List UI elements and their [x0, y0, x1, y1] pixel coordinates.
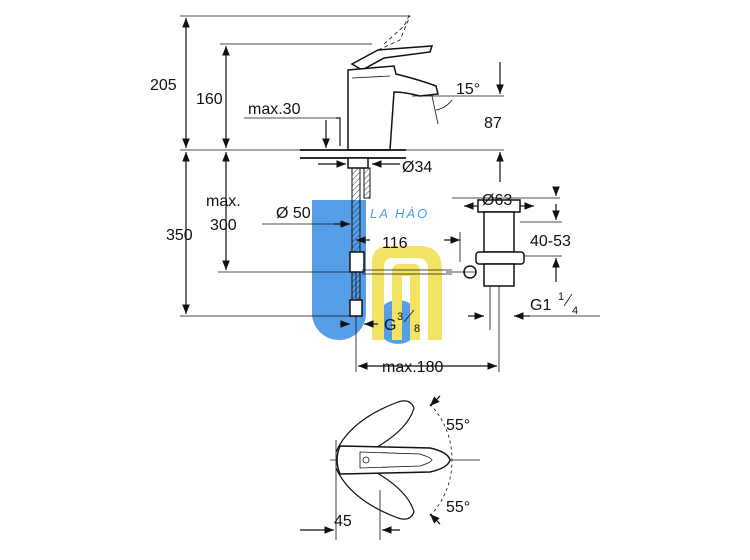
label-205: 205	[150, 77, 177, 94]
label-160: 160	[196, 91, 223, 108]
label-40-53: 40-53	[530, 233, 571, 250]
svg-text:4: 4	[572, 305, 578, 317]
svg-text:G: G	[384, 317, 396, 334]
label-max: max.	[206, 193, 241, 210]
label-15-degrees: 15°	[456, 81, 480, 98]
waste-valve	[446, 199, 525, 330]
label-55-bottom: 55°	[446, 499, 470, 516]
label-116: 116	[382, 235, 408, 252]
label-87: 87	[484, 115, 502, 132]
label-350: 350	[166, 227, 193, 244]
top-view-labels: 55° 55° 45	[334, 417, 470, 530]
svg-text:G1: G1	[530, 297, 551, 314]
dimension-lines	[180, 15, 600, 372]
label-diameter-50: Ø 50	[276, 205, 311, 222]
label-g-3-8: G 3 8	[384, 309, 420, 335]
label-55-top: 55°	[446, 417, 470, 434]
label-max-180: max.180	[382, 359, 443, 376]
faucet-top-view	[300, 395, 480, 540]
label-diameter-63: Ø63	[482, 192, 512, 209]
watermark-text: LA HÀO	[370, 206, 429, 221]
label-diameter-34: Ø34	[402, 159, 432, 176]
label-300: 300	[210, 217, 237, 234]
svg-text:3: 3	[397, 311, 403, 323]
dimension-labels: 205 160 max.30 15° 87 Ø34 350 max. 300 Ø…	[150, 77, 578, 376]
svg-text:8: 8	[414, 323, 420, 335]
svg-text:1: 1	[558, 291, 564, 303]
label-g1-1-4: G1 1 4	[530, 291, 578, 317]
label-45: 45	[334, 513, 352, 530]
label-max-30: max.30	[248, 101, 301, 118]
